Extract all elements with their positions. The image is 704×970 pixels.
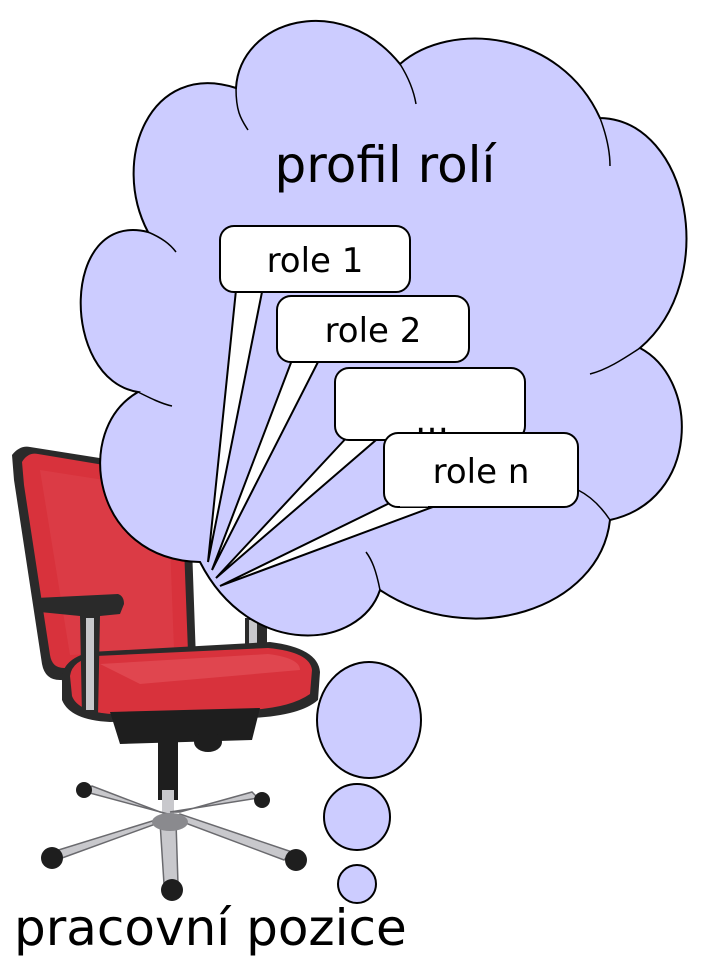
role-label-n: role n (433, 452, 530, 492)
thought-trail (316, 661, 422, 904)
thought-bubble-large (316, 661, 422, 779)
role-label-2: role 2 (325, 311, 422, 351)
role-callout-1: role 1 (207, 225, 411, 563)
thought-bubble-medium (323, 783, 391, 851)
thought-bubble-small (337, 864, 377, 904)
role-callout-2: role 2 (211, 295, 470, 571)
role-label-1: role 1 (267, 241, 364, 281)
position-caption: pracovní pozice (14, 899, 407, 957)
role-callout-n: role n (219, 432, 579, 587)
cloud-title: profil rolí (275, 136, 498, 194)
office-chair-icon (12, 446, 320, 901)
